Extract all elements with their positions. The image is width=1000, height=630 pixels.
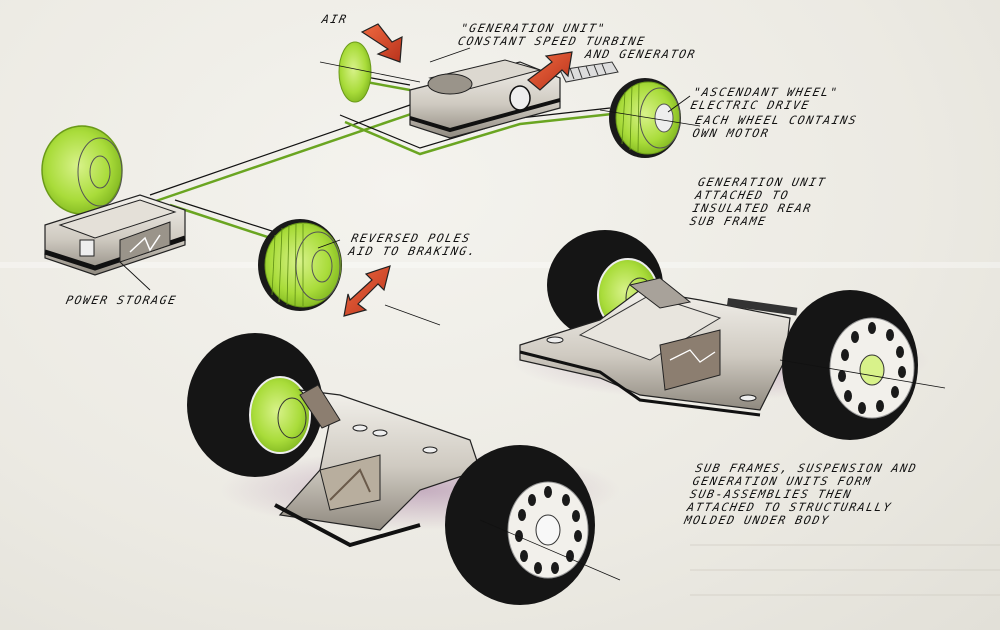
front-subframe-wheel-left <box>187 333 323 477</box>
exhaust-arrow <box>527 51 573 91</box>
subframes-label: SUB FRAMES, SUSPENSION AND GENERATION UN… <box>683 461 919 527</box>
power-storage-label: POWER STORAGE <box>64 293 179 307</box>
front-subframe-wheel-right <box>445 445 621 605</box>
reversed-poles-label: REVERSED POLES AID TO BRAKING. <box>347 231 479 258</box>
each-wheel-label: EACH WHEEL CONTAINS OWN MOTOR <box>691 113 859 140</box>
braking-arrows <box>343 265 441 326</box>
air-label: AIR <box>320 12 350 26</box>
front-right-wheel-schematic <box>258 219 342 311</box>
ascendant-wheel-label: "ASCENDANT WHEEL" ELECTRIC DRIVE <box>689 85 840 112</box>
generation-unit-label: "GENERATION UNIT" CONSTANT SPEED TURBINE… <box>456 21 698 61</box>
rear-subframe-wheel-right <box>779 290 946 440</box>
air-arrow <box>360 23 403 63</box>
ruling-lines <box>690 544 1000 596</box>
generation-unit <box>409 59 619 139</box>
front-left-wheel-schematic <box>41 125 123 215</box>
rear-subframe-assembly <box>510 230 946 440</box>
drivetrain-schematic <box>41 23 701 326</box>
front-subframe-assembly <box>187 333 621 605</box>
rear-left-wheel-schematic <box>319 41 421 103</box>
attached-subframe-label: GENERATION UNIT ATTACHED TO INSULATED RE… <box>688 175 828 228</box>
power-storage-unit <box>44 194 186 276</box>
ascendant-wheel <box>599 78 701 158</box>
tape-strip <box>0 262 1000 268</box>
leader-lines <box>119 47 691 291</box>
